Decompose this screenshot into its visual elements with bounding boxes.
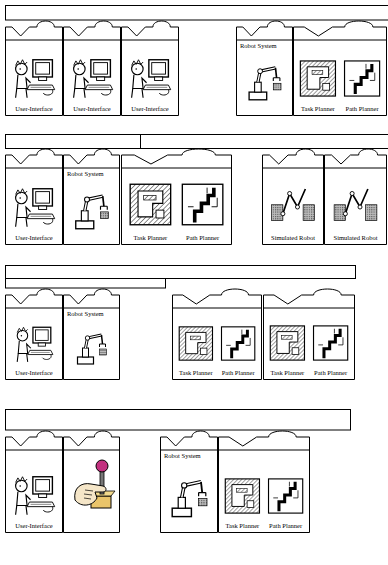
module-label: Task Planner (301, 106, 335, 113)
module-outline (63, 288, 120, 380)
module-block: User-Interface (5, 288, 63, 380)
module-icon (225, 479, 259, 513)
module-outline (5, 430, 63, 533)
module-outline (121, 148, 232, 245)
module-block: Task Planner Path Planner (218, 430, 310, 533)
module-icon (78, 335, 107, 364)
module-outline (324, 148, 387, 245)
module-label: Path Planner (346, 106, 379, 113)
module-label: Task Planner (226, 523, 260, 530)
module-icon (16, 477, 55, 515)
bus-bar (6, 279, 166, 289)
module-label: Robot System (240, 43, 277, 50)
module-icon (270, 326, 304, 360)
module-label: Robot System (67, 311, 104, 318)
module-label: Task Planner (271, 370, 305, 377)
module-block: Simulated Robot (262, 148, 324, 245)
module-icon (314, 326, 348, 360)
module-label: Robot System (164, 453, 201, 460)
module-icon (132, 60, 171, 98)
module-icon (179, 327, 212, 360)
module-outline (121, 20, 179, 116)
module-outline (5, 288, 63, 380)
module-outline (5, 20, 63, 116)
module-outline (263, 288, 355, 380)
module-icon (17, 327, 53, 362)
module-block: Robot System (63, 148, 120, 245)
module-label: User-Interface (15, 523, 52, 530)
bus-bar (141, 135, 388, 149)
module-label: Path Planner (186, 235, 219, 242)
module-block: User-Interface (121, 20, 179, 116)
module-icon (130, 184, 171, 225)
module-label: Path Planner (222, 370, 255, 377)
module-outline (172, 288, 262, 380)
module-block: User-Interface (5, 148, 63, 245)
module-block: User-Interface (63, 20, 121, 116)
module-outline (218, 430, 310, 533)
module-outline (63, 20, 121, 116)
module-label: Task Planner (134, 235, 168, 242)
module-label: Path Planner (269, 523, 302, 530)
module-label: User-Interface (73, 106, 110, 113)
module-label: User-Interface (15, 106, 52, 113)
module-block: Task Planner Path Planner (293, 20, 387, 116)
module-block: Task Planner Path Planner (263, 288, 355, 380)
module-block: Task Planner Path Planner (121, 148, 232, 245)
module-label: Robot System (67, 171, 104, 178)
module-icon (269, 479, 303, 513)
module-outline (160, 430, 218, 533)
module-block: Task Planner Path Planner (172, 288, 262, 380)
module-icon (222, 327, 255, 360)
module-block: Robot System (160, 430, 218, 533)
module-icon (300, 61, 335, 96)
module-label: Task Planner (179, 370, 213, 377)
module-label: User-Interface (15, 370, 52, 377)
module-outline (236, 20, 293, 116)
module-icon (334, 189, 377, 221)
module-label: Simulated Robot (334, 235, 378, 242)
module-block: User-Interface (5, 430, 63, 533)
module-outline (63, 148, 120, 245)
module-label: Simulated Robot (271, 235, 315, 242)
bus-bar (6, 410, 351, 431)
module-icon (172, 482, 207, 517)
module-outline (293, 20, 387, 116)
module-icon (76, 196, 109, 229)
module-icon (249, 68, 281, 100)
module-block: Robot System (63, 288, 120, 380)
module-block: Simulated Robot (324, 148, 387, 245)
joystick-module (64, 431, 120, 533)
module-icon (182, 184, 223, 225)
module-label: User-Interface (15, 235, 52, 242)
module-icon (74, 60, 113, 98)
module-icon (272, 189, 315, 221)
bus-bar (6, 6, 388, 21)
module-block: User-Interface (5, 20, 63, 116)
module-block: Robot System (236, 20, 293, 116)
bus-bar (6, 266, 356, 279)
module-icon (16, 60, 55, 98)
module-outline (262, 148, 324, 245)
module-icon (16, 189, 55, 227)
module-icon (345, 61, 380, 96)
bus-bar (6, 135, 141, 149)
module-outline (5, 148, 63, 245)
module-label: User-Interface (131, 106, 168, 113)
module-label: Path Planner (314, 370, 347, 377)
